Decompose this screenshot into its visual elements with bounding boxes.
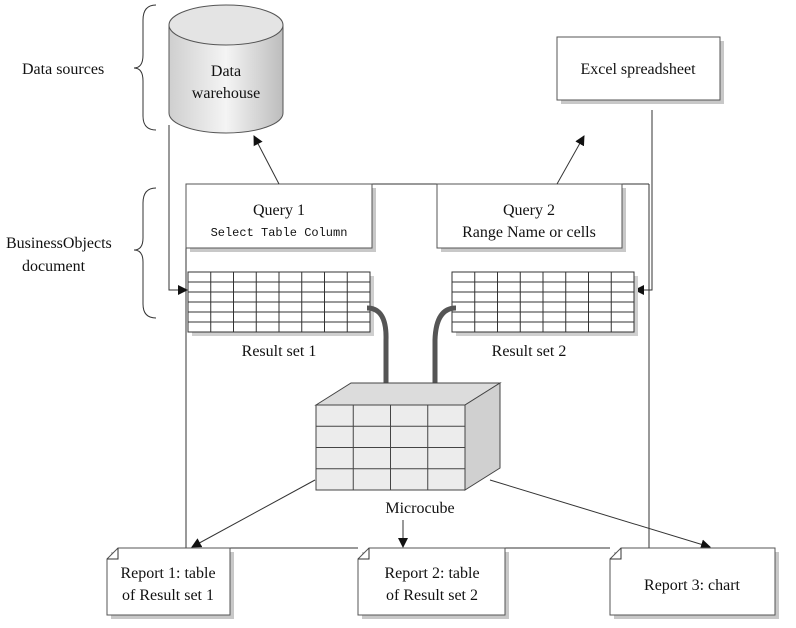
brace-data-sources [133,4,157,131]
report-2-line1: Report 2: table [384,565,479,582]
arrow-result2-to-microcube [427,305,457,400]
report-3-line1: Report 3: chart [644,577,741,594]
report-1: Report 1: table of Result set 1 [106,547,234,619]
arrow-query1-to-warehouse [253,135,280,185]
arrow-warehouse-to-result1 [168,125,188,295]
data-warehouse: Data warehouse [168,4,284,134]
microcube [314,382,502,491]
brace-bo-document [133,187,157,319]
data-warehouse-label-2: warehouse [192,85,260,102]
query-2-title: Query 2 [503,202,555,219]
arrow-microcube-to-report3 [489,479,711,550]
arrow-result1-to-microcube [366,305,394,400]
excel-label: Excel spreadsheet [580,61,696,78]
report-1-line1: Report 1: table [120,565,215,582]
label-data-sources: Data sources [22,61,104,78]
data-warehouse-label-1: Data [211,63,241,80]
query-1-detail: Select Table Column [211,226,348,240]
result-set-1-table [187,271,374,336]
arrow-query2-to-excel [556,135,585,185]
query-1: Query 1 Select Table Column [185,183,376,252]
microcube-label: Microcube [385,500,454,517]
arrow-excel-to-result2 [634,110,653,295]
query-2: Query 2 Range Name or cells [436,183,626,252]
result-set-2-label: Result set 2 [492,343,567,360]
result-set-2-table [451,271,638,336]
arrow-microcube-to-report1 [191,479,316,548]
report-2: Report 2: table of Result set 2 [357,547,509,619]
excel-spreadsheet: Excel spreadsheet [556,36,724,104]
label-bo-document-1: BusinessObjects [6,235,112,252]
result-set-1-label: Result set 1 [242,343,317,360]
query-2-detail: Range Name or cells [462,224,596,241]
report-1-line2: of Result set 1 [122,587,214,604]
report-2-line2: of Result set 2 [386,587,478,604]
report-3: Report 3: chart [609,547,779,619]
label-bo-document-2: document [22,258,86,275]
query-1-title: Query 1 [253,202,305,219]
